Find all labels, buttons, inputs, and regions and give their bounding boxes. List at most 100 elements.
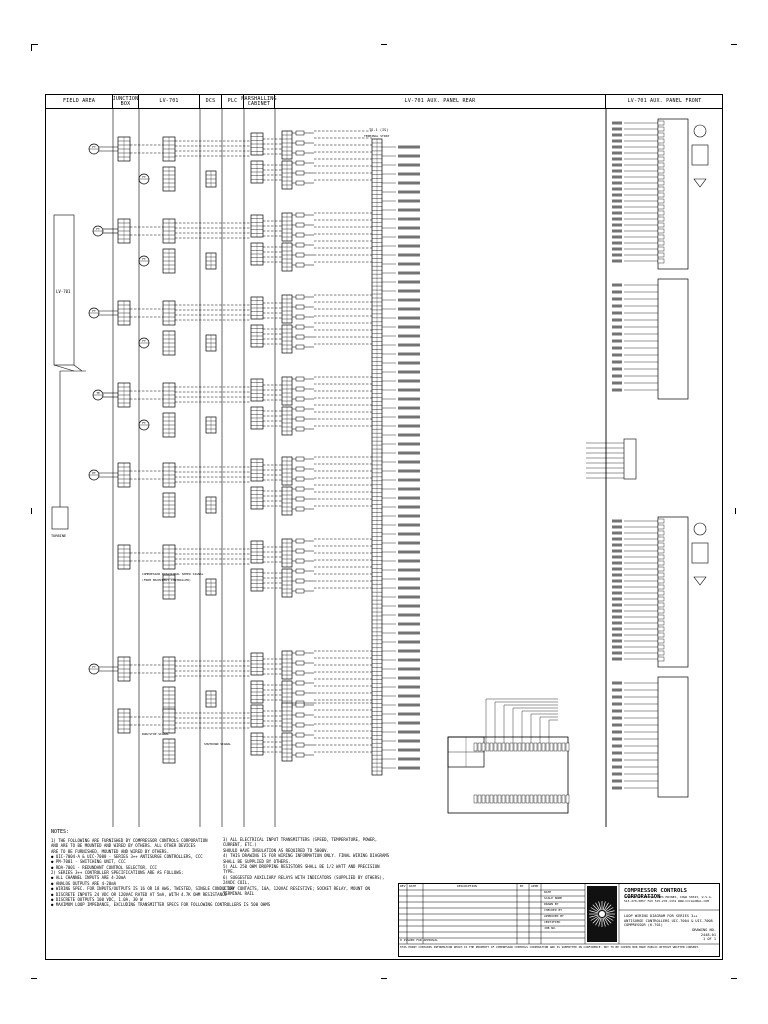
- dropping-resistor: [295, 160, 305, 166]
- dropping-resistor: [295, 222, 305, 228]
- company-name: COMPRESSOR CONTROLS CORPORATION: [624, 888, 687, 900]
- operator-panel: [691, 542, 709, 564]
- wire-tag: [398, 595, 420, 599]
- dropping-resistor: [295, 150, 305, 156]
- header-marshalling: MARSHALLING CABINET: [241, 95, 276, 109]
- wire-tag: [398, 406, 420, 410]
- front-panel-terminal: [657, 524, 665, 530]
- dropping-resistor: [295, 212, 305, 218]
- controller-terminal: [553, 742, 558, 752]
- wire-tag: [612, 388, 622, 392]
- wire-tag: [612, 253, 622, 257]
- note-line: 3) ALL ELECTRICAL INPUT TRANSMITTERS (SP…: [223, 837, 378, 848]
- controller-terminal: [525, 794, 530, 804]
- front-panel-terminal: [657, 138, 665, 144]
- wire-tag: [398, 613, 420, 617]
- wire-tag: [612, 127, 622, 131]
- controller-terminal: [481, 794, 486, 804]
- dropping-resistor: [295, 506, 305, 512]
- wire-tag: [398, 658, 420, 662]
- drawing-title-line: COMPRESSOR (K-701): [624, 923, 663, 928]
- dropping-resistor: [295, 680, 305, 686]
- wire-tag: [612, 645, 622, 649]
- controller-terminal: [481, 742, 486, 752]
- notes-title: NOTES:: [51, 829, 70, 835]
- rev-header-description: DESCRIPTION: [457, 884, 477, 888]
- wire-tag: [398, 343, 420, 347]
- controller-terminal: [545, 742, 550, 752]
- front-panel-terminal: [657, 644, 665, 650]
- note-line: ● DISCRETE INPUTS 24 VDC OR 120VAC RATED…: [51, 891, 227, 897]
- controller-terminal: [517, 794, 522, 804]
- drawing-title-line: LOOP WIRING DIAGRAM FOR SERIES 3++: [624, 914, 698, 918]
- controller-terminal: [561, 742, 566, 752]
- dropping-resistor: [295, 456, 305, 462]
- wire-tag: [398, 280, 420, 284]
- note-line: SHOULD HAVE INSULATION AS REQUIRED TO 50…: [223, 847, 329, 853]
- wire-tag: [398, 604, 420, 608]
- wire-tag: [398, 631, 420, 635]
- wire-tag: [612, 772, 622, 776]
- wire-tag: [612, 519, 622, 523]
- dropping-resistor: [295, 396, 305, 402]
- wire-tag: [612, 657, 622, 661]
- front-panel-switching-unit: [657, 676, 689, 798]
- dropping-resistor: [295, 578, 305, 584]
- wire-tag: [612, 579, 622, 583]
- wire-tag: [612, 259, 622, 263]
- wire-tag: [398, 748, 420, 752]
- wire-tag: [398, 730, 420, 734]
- wire-tag: [398, 172, 420, 176]
- controller-terminal: [561, 794, 566, 804]
- wire-tag: [398, 505, 420, 509]
- front-panel-terminal: [657, 132, 665, 138]
- wire-tag: [398, 361, 420, 365]
- wire-tag: [612, 169, 622, 173]
- wire-tag: [612, 211, 622, 215]
- dropping-resistor: [295, 568, 305, 574]
- wire-tag: [612, 573, 622, 577]
- wire-tag: [612, 709, 622, 713]
- wire-tag: [612, 555, 622, 559]
- dropping-resistor: [295, 670, 305, 676]
- header-junction-box: JUNCTION BOX: [113, 95, 139, 109]
- controller-terminal: [545, 794, 550, 804]
- wire-tag: [612, 597, 622, 601]
- dropping-resistor: [295, 376, 305, 382]
- indicator-light: [693, 124, 707, 138]
- wire-tag: [398, 289, 420, 293]
- controller-terminal: [521, 742, 526, 752]
- controller-terminal: [473, 742, 478, 752]
- wire-tag: [612, 758, 622, 762]
- wire-tag: [612, 591, 622, 595]
- dropping-resistor: [295, 558, 305, 564]
- front-panel-terminal: [657, 536, 665, 542]
- controller-terminal: [533, 742, 538, 752]
- wire-tag: [398, 532, 420, 536]
- wire-tag: [612, 181, 622, 185]
- dropping-resistor: [295, 334, 305, 340]
- note-line: 2 DRY CONTACTS, 10A, 120VAC RESISTIVE; S…: [223, 885, 370, 896]
- wire-tag: [398, 415, 420, 419]
- front-panel-terminal: [657, 162, 665, 168]
- wire-tag: [612, 537, 622, 541]
- wire-tag: [398, 388, 420, 392]
- note-line: 6) SUGGESTED AUXILIARY RELAYS WITH INDIC…: [223, 874, 385, 886]
- wire-tag: [612, 688, 622, 692]
- controller-terminal: [521, 794, 526, 804]
- front-panel-terminal: [657, 126, 665, 132]
- front-panel-terminal: [657, 258, 665, 264]
- rev-header-by: BY: [520, 884, 524, 888]
- controller-terminal: [537, 794, 542, 804]
- front-panel-terminal: [657, 614, 665, 620]
- crop-mark-left-middle: [31, 508, 32, 514]
- header-aux-panel-front: LV-701 AUX. PANEL FRONT: [606, 95, 723, 109]
- controller-terminal: [501, 742, 506, 752]
- transmitter-tag: FT: [142, 257, 146, 261]
- wire-tag: [612, 304, 622, 308]
- front-panel-terminal: [657, 240, 665, 246]
- wire-tag: [612, 603, 622, 607]
- dropping-resistor: [295, 690, 305, 696]
- wire-tag: [398, 721, 420, 725]
